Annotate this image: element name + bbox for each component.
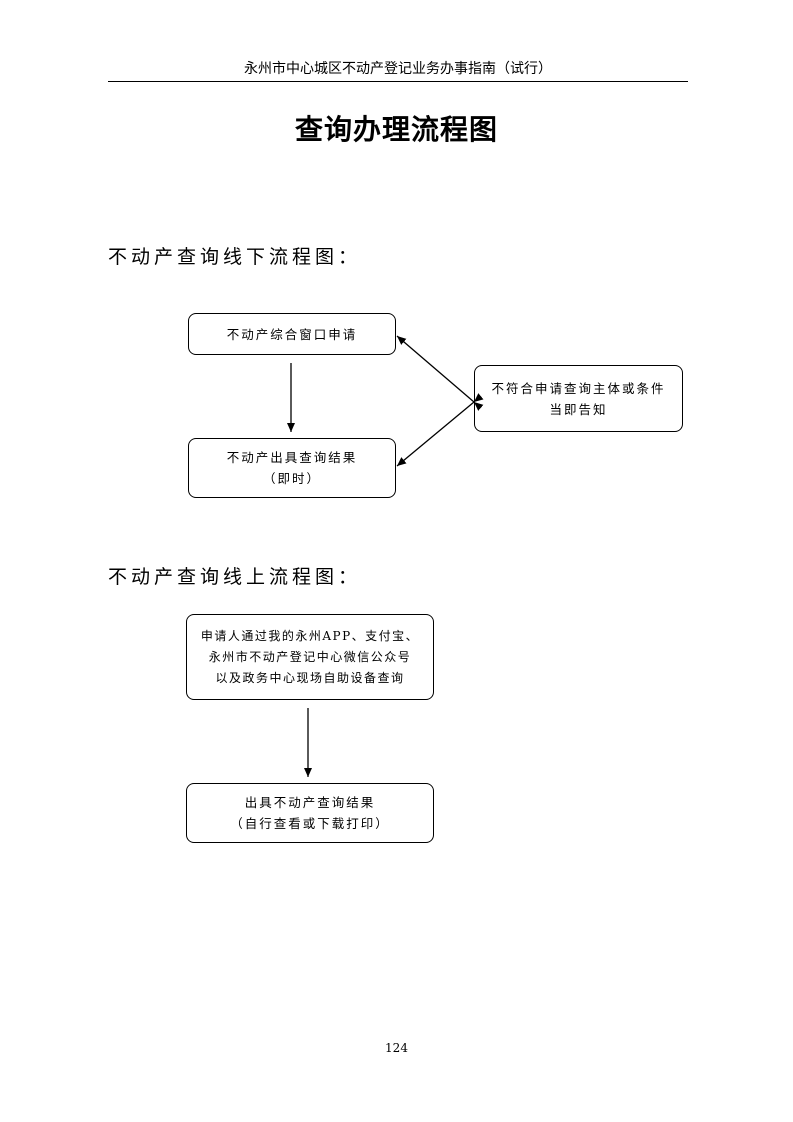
query-result-node: 不动产出具查询结果 （即时） — [188, 438, 396, 498]
arrow-reject-result — [396, 393, 484, 467]
page-title: 查询办理流程图 — [294, 113, 498, 146]
online-application-node: 申请人通过我的永州APP、支付宝、 永州市不动产登记中心微信公众号 以及政务中心… — [186, 614, 434, 700]
header-rule — [108, 81, 688, 82]
node-text-line: 申请人通过我的永州APP、支付宝、 — [200, 628, 420, 643]
running-header: 永州市中心城区不动产登记业务办事指南（试行） — [244, 61, 552, 77]
offline-section-heading: 不动产查询线下流程图： — [108, 246, 362, 268]
window-application-node: 不动产综合窗口申请 — [188, 313, 396, 355]
online-result-node: 出具不动产查询结果 （自行查看或下载打印） — [186, 783, 434, 843]
node-text-line: 以及政务中心现场自助设备查询 — [215, 670, 405, 685]
online-section-heading: 不动产查询线上流程图： — [108, 566, 362, 588]
node-text-line: 出具不动产查询结果 — [244, 795, 376, 810]
node-text-line: 当即告知 — [549, 401, 608, 417]
arrow-reject-window — [396, 335, 484, 411]
node-text-line: 不动产综合窗口申请 — [226, 326, 358, 342]
node-text-line: 不动产出具查询结果 — [226, 450, 358, 465]
node-text-line: 永州市不动产登记中心微信公众号 — [208, 649, 412, 664]
node-text-line: （自行查看或下载打印） — [230, 816, 390, 831]
node-text-line: 不符合申请查询主体或条件 — [491, 380, 666, 396]
node-text-line: （即时） — [262, 471, 321, 486]
page-number: 124 — [385, 1041, 408, 1055]
